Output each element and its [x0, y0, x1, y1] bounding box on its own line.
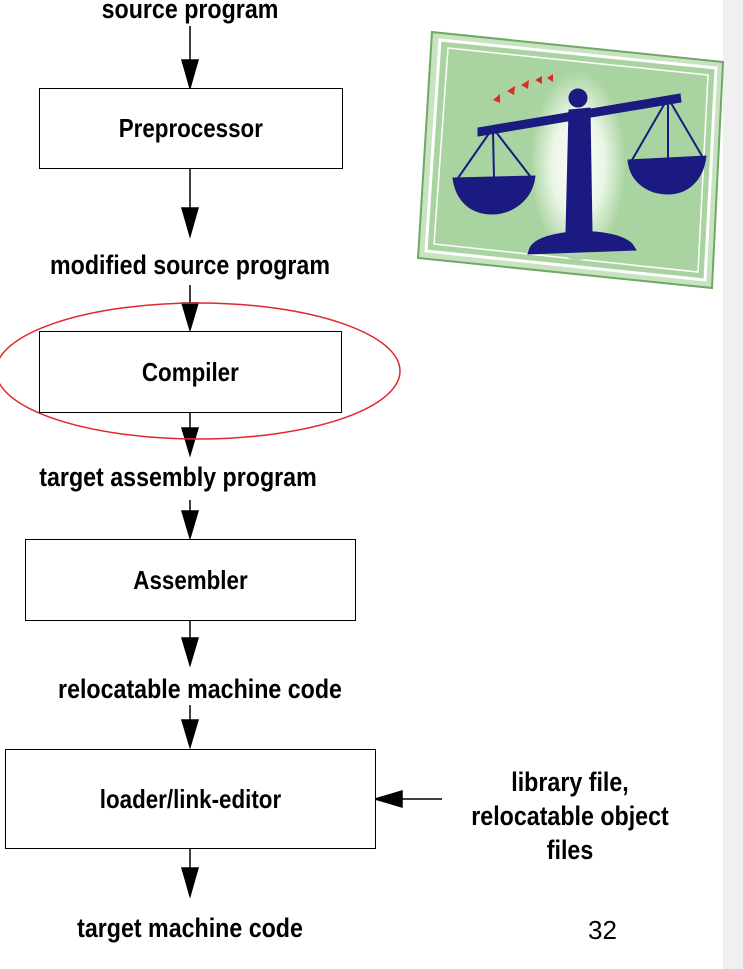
- library-line-2: relocatable object: [471, 801, 669, 831]
- preprocessor-label: Preprocessor: [118, 113, 264, 143]
- label-target-machine-code: target machine code: [77, 913, 303, 943]
- right-scroll-margin: [723, 0, 743, 969]
- preprocessor-box: Preprocessor: [39, 88, 343, 169]
- arrowhead-relocatable: [180, 637, 200, 668]
- assembler-box: Assembler: [25, 539, 356, 621]
- label-source-program: source program: [101, 0, 279, 24]
- label-relocatable-machine-code: relocatable machine code: [58, 674, 342, 704]
- arrowhead-assembler: [180, 510, 200, 541]
- arrowhead-target-machine: [181, 867, 199, 899]
- arrowhead-preprocessor: [181, 59, 199, 91]
- label-target-assembly-program: target assembly program: [39, 462, 317, 492]
- arrowhead-loader: [180, 719, 200, 750]
- page-number: 32: [588, 915, 617, 945]
- loader-label: loader/link-editor: [99, 783, 282, 814]
- arrowhead-library: [372, 789, 403, 809]
- compiler-label: Compiler: [142, 356, 239, 387]
- label-modified-source-program: modified source program: [50, 250, 330, 280]
- assembler-label: Assembler: [133, 564, 248, 595]
- arrowhead-modified: [181, 207, 199, 239]
- compiler-box: Compiler: [39, 331, 342, 413]
- compiler-highlight-ellipse: [0, 302, 401, 440]
- library-line-3: files: [546, 835, 594, 865]
- arrowhead-target-asm: [180, 427, 200, 458]
- library-input-label: library file, relocatable object files: [450, 765, 691, 867]
- library-line-1: library file,: [511, 767, 629, 797]
- loader-link-editor-box: loader/link-editor: [5, 749, 376, 849]
